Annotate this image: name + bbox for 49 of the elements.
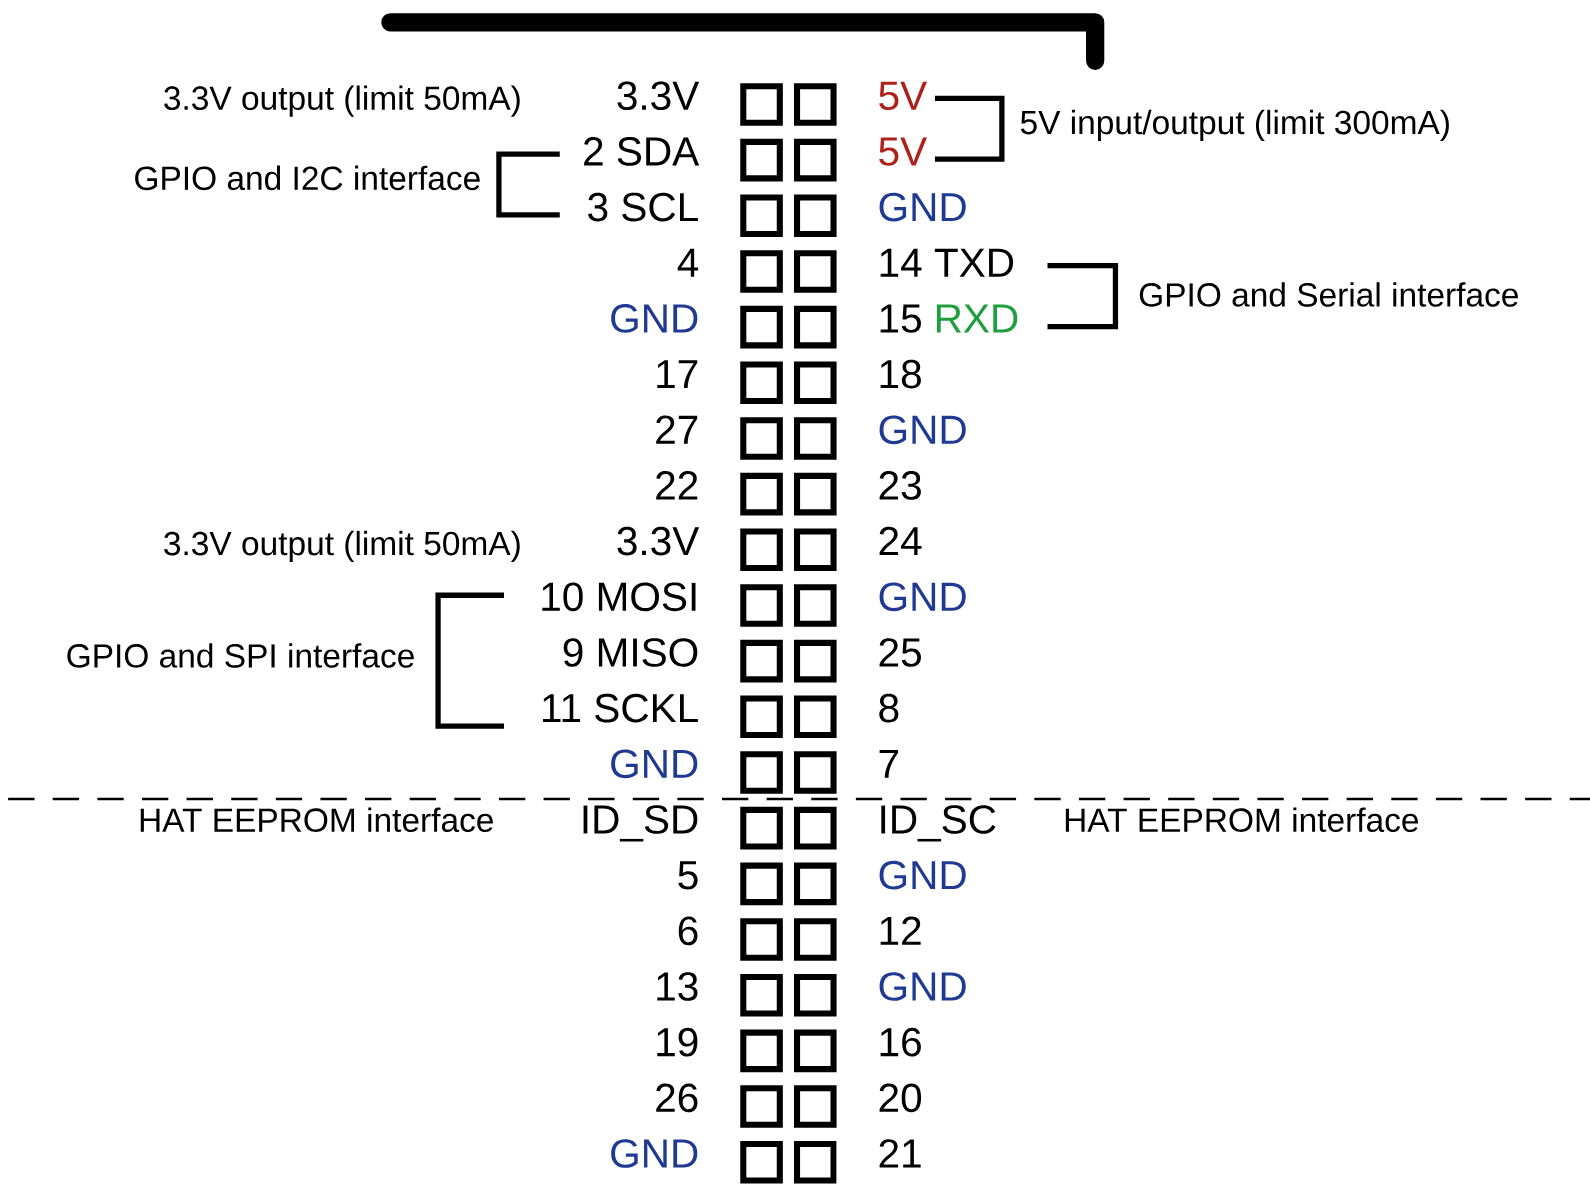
pin-label: 5V xyxy=(879,137,927,166)
pin-label: 14 TXD xyxy=(880,248,1014,277)
pin-label: 5V xyxy=(879,81,927,110)
pin-label: 18 xyxy=(880,359,921,389)
pin-label: 8 xyxy=(879,693,899,723)
annotation-label: GPIO and Serial interface xyxy=(1139,282,1518,307)
pin-label: GND xyxy=(611,303,698,333)
annotation-label: 3.3V output (limit 50mA) xyxy=(164,530,520,562)
pin-label: 3 SCL xyxy=(588,192,698,222)
annotation-label: HAT EEPROM interface xyxy=(1065,807,1418,832)
pin-label: 3.3V xyxy=(617,526,700,556)
pin-label: RXD xyxy=(936,304,1018,333)
pin-label: 6 xyxy=(678,916,698,945)
pin-label: 3.3V xyxy=(617,81,700,110)
pin-label: 25 xyxy=(879,637,921,667)
pin-label: 13 xyxy=(657,971,698,1001)
pin-label: 4 xyxy=(677,248,699,277)
pin-label: GND xyxy=(879,582,966,611)
pin-label: 9 MISO xyxy=(563,637,698,667)
pin-label: 20 xyxy=(879,1083,922,1112)
pin-label: 15 xyxy=(880,304,921,333)
pin-label: ID_SC xyxy=(881,804,996,842)
pin-label: 22 xyxy=(656,470,698,500)
pin-label: ID_SD xyxy=(583,804,698,842)
pin-label: GND xyxy=(611,1139,698,1168)
pin-label: 16 xyxy=(880,1027,921,1057)
pin-label: 17 xyxy=(657,360,698,388)
pin-label: 27 xyxy=(656,415,698,444)
annotation-label: GPIO and SPI interface xyxy=(67,643,414,668)
pin-label: GND xyxy=(611,749,698,778)
pin-label: GND xyxy=(879,971,966,1001)
annotation-label: 3.3V output (limit 50mA) xyxy=(164,85,520,117)
annotation-label: GPIO and I2C interface xyxy=(135,165,480,190)
annotation-label: HAT EEPROM interface xyxy=(140,807,493,832)
pin-label: 5 xyxy=(678,861,698,890)
pin-label: GND xyxy=(879,415,966,444)
pin-label: GND xyxy=(879,860,966,890)
pin-label: 7 xyxy=(879,749,899,778)
pin-label: 23 xyxy=(879,470,921,500)
pin-label: 2 SDA xyxy=(584,136,700,166)
pin-label: 19 xyxy=(657,1027,698,1057)
annotation-label: 5V input/output (limit 300mA) xyxy=(1020,109,1449,141)
pin-label: 12 xyxy=(880,916,921,945)
pin-label: 11 SCKL xyxy=(543,693,698,723)
pin-label: GND xyxy=(879,192,966,222)
pin-label: 24 xyxy=(879,526,922,555)
pin-label: 10 MOSI xyxy=(542,582,696,611)
pin-label: 21 xyxy=(879,1139,921,1168)
pin-label: 26 xyxy=(656,1083,698,1112)
